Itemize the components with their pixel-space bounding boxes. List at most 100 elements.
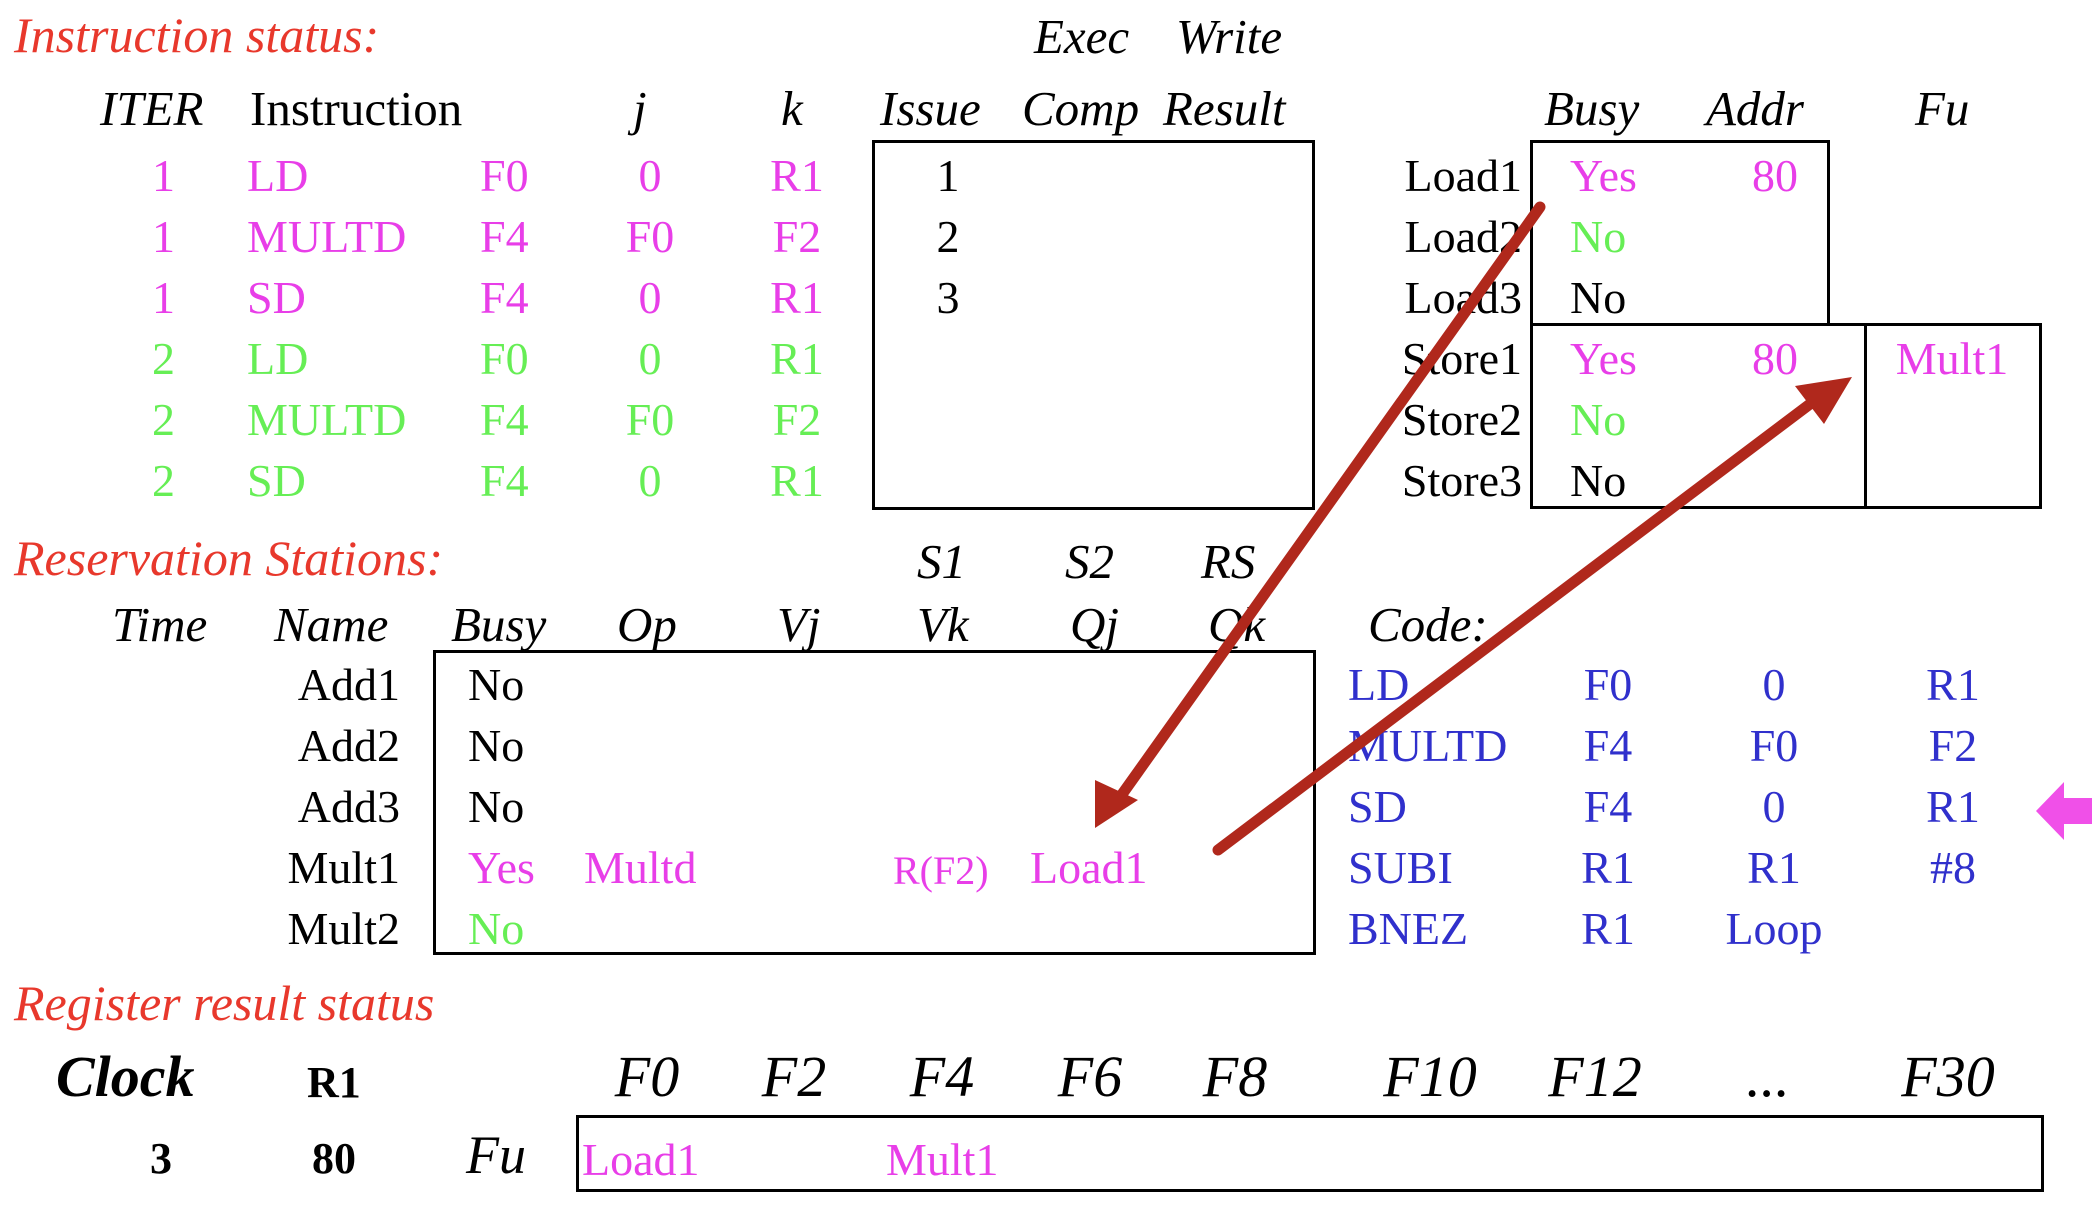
code-opcode: SUBI (1348, 842, 1453, 893)
fu-label: Fu (466, 1125, 526, 1185)
issue-header: Issue (880, 81, 981, 136)
load1-to-mult1-qj-arrow (1095, 201, 1546, 828)
instruction-op-cell: LD (247, 333, 309, 384)
exec-header-bottom: Comp (1022, 81, 1140, 136)
instruction-iter-cell: 1 (152, 211, 175, 262)
k-header: k (781, 81, 803, 136)
code-opcode: BNEZ (1348, 903, 1469, 954)
code-operand: R1 (1747, 842, 1801, 893)
buffer-addr-header: Addr (1706, 81, 1804, 136)
instruction-iter-cell: 2 (152, 455, 175, 506)
arrow-left-icon (2036, 782, 2092, 840)
instruction-k-cell: F2 (772, 211, 822, 262)
instruction-issue-cell: 1 (936, 150, 960, 201)
instruction-dest-cell: F4 (480, 455, 529, 506)
s2-header: S2 (1065, 534, 1114, 589)
instruction-status-title: Instruction status: (14, 7, 380, 63)
r1-value: 80 (312, 1134, 356, 1183)
code-operand: R1 (1926, 659, 1980, 710)
rs-op-cell: Multd (584, 842, 697, 893)
instruction-iter-cell: 2 (152, 394, 175, 445)
code-operand: F2 (1928, 720, 1978, 771)
rs-name-label: Add2 (297, 720, 400, 771)
rs-name-label: Add1 (297, 659, 400, 710)
instruction-j-cell: F0 (625, 394, 675, 445)
write-header-top: Write (1176, 9, 1283, 64)
buffer-busy-header: Busy (1544, 81, 1640, 136)
instruction-j-cell: 0 (638, 150, 662, 201)
register-status-box (576, 1115, 2044, 1192)
code-operand: 0 (1762, 781, 1786, 832)
rs-busy-cell: No (468, 720, 525, 771)
code-operand: F0 (1583, 659, 1633, 710)
register-name-header: ... (1746, 1044, 1790, 1109)
register-name-header: F8 (1202, 1044, 1268, 1109)
instruction-header: Instruction (250, 81, 463, 136)
instruction-issue-cell: 2 (936, 211, 960, 262)
vj-header: Vj (777, 597, 821, 652)
register-name-header: F4 (909, 1044, 975, 1109)
rs-header: RS (1201, 534, 1256, 589)
instruction-op-cell: LD (247, 150, 309, 201)
instruction-j-cell: F0 (625, 211, 675, 262)
buffer-busy-cell: No (1570, 211, 1627, 262)
code-operand: #8 (1930, 842, 1976, 893)
instruction-iter-cell: 1 (152, 272, 175, 323)
code-operand: F4 (1583, 781, 1633, 832)
buffer-addr-cell: 80 (1752, 150, 1798, 201)
instruction-issue-cell: 3 (936, 272, 960, 323)
instruction-dest-cell: F0 (480, 333, 529, 384)
instruction-dest-cell: F4 (480, 394, 529, 445)
register-fu-cell: Mult1 (886, 1134, 999, 1185)
op-header: Op (617, 597, 677, 652)
code-opcode: SD (1348, 781, 1407, 832)
j-header: j (633, 81, 647, 136)
clock-value: 3 (150, 1134, 172, 1183)
register-name-header: F0 (614, 1044, 680, 1109)
r1-label: R1 (307, 1058, 361, 1107)
instruction-k-cell: R1 (770, 150, 824, 201)
instruction-op-cell: SD (247, 455, 306, 506)
rs-vk-cell: R(F2) (893, 848, 989, 893)
rs-qj-cell: Load1 (1030, 842, 1148, 893)
instruction-iter-cell: 1 (152, 150, 175, 201)
code-operand: 0 (1762, 659, 1786, 710)
buffer-busy-cell: No (1570, 455, 1627, 506)
rs-name-label: Mult2 (287, 903, 400, 954)
instruction-j-cell: 0 (638, 272, 662, 323)
buffer-name-label: Store2 (1401, 394, 1522, 445)
instruction-op-cell: MULTD (247, 211, 407, 262)
instruction-k-cell: F2 (772, 394, 822, 445)
buffer-addr-cell: 80 (1752, 333, 1798, 384)
register-fu-cell: Load1 (582, 1134, 700, 1185)
rs-busy-cell: No (468, 659, 525, 710)
instruction-dest-cell: F0 (480, 150, 529, 201)
register-name-header: F10 (1383, 1044, 1477, 1109)
buffer-fu-header: Fu (1915, 81, 1970, 136)
reservation-stations-title: Reservation Stations: (14, 530, 444, 586)
mult1-to-store1-fu-arrow (1212, 377, 1852, 856)
time-header: Time (112, 597, 208, 652)
register-name-header: F30 (1901, 1044, 1995, 1109)
clock-label: Clock (56, 1044, 195, 1109)
instruction-iter-cell: 2 (152, 333, 175, 384)
buffer-fu-cell: Mult1 (1895, 333, 2009, 384)
instruction-dest-cell: F4 (480, 272, 529, 323)
rs-name-label: Add3 (297, 781, 400, 832)
iter-header: ITER (100, 81, 204, 136)
write-header-bottom: Result (1163, 81, 1286, 136)
instruction-k-cell: R1 (770, 272, 824, 323)
store-fu-box (1864, 323, 2042, 509)
instruction-k-cell: R1 (770, 333, 824, 384)
vk-header: Vk (917, 597, 969, 652)
qj-header: Qj (1070, 597, 1119, 652)
register-name-header: F6 (1057, 1044, 1123, 1109)
code-title: Code: (1368, 597, 1488, 652)
buffer-name-label: Store3 (1401, 455, 1522, 506)
code-operand: F0 (1749, 720, 1799, 771)
code-operand: R1 (1581, 903, 1635, 954)
instruction-dest-cell: F4 (480, 211, 529, 262)
s1-header: S1 (917, 534, 966, 589)
rs-busy-cell: Yes (468, 842, 535, 893)
rs-name-label: Mult1 (287, 842, 400, 893)
